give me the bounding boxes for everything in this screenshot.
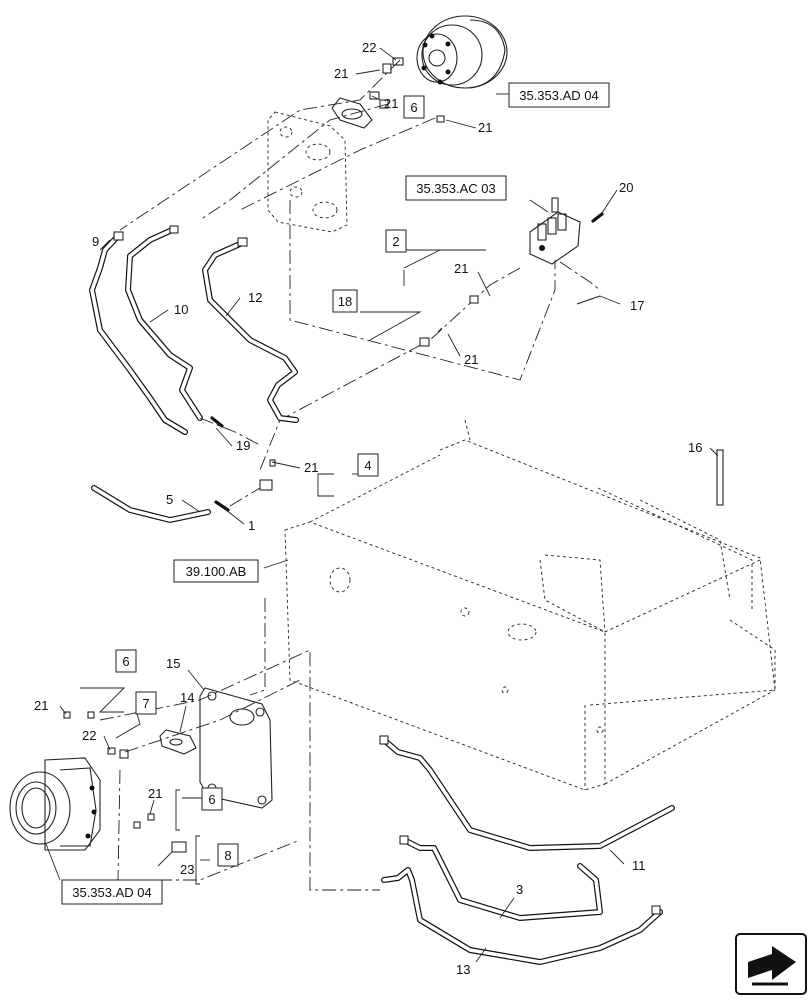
kit-box-4: 4: [357, 453, 379, 477]
callout-16: 16: [688, 440, 702, 455]
centerline-plate-to-valve: [289, 200, 556, 381]
callout-22-top: 22: [362, 40, 376, 55]
kit-box-7: 7: [135, 691, 157, 715]
hose-12: [202, 237, 299, 423]
ref-box-valve[interactable]: 35.353.AC 03: [405, 175, 507, 201]
centerline-valve-bolt: [559, 261, 601, 291]
centerline-bottom-c: [117, 769, 301, 881]
callout-17: 17: [630, 298, 644, 313]
page-turn-arrow-icon[interactable]: [735, 933, 807, 995]
ref-box-frame[interactable]: 39.100.AB: [173, 559, 259, 583]
callout-21-low: 21: [148, 786, 162, 801]
hose-9: [89, 231, 188, 435]
kit-18-text: 18: [338, 294, 352, 309]
leader-lines: [45, 47, 719, 963]
callout-3: 3: [516, 882, 523, 897]
callout-9: 9: [92, 234, 99, 249]
ref-frame-text: 39.100.AB: [186, 564, 247, 579]
motor-fittings-bottom: [63, 711, 187, 853]
kit-8-text: 8: [224, 848, 231, 863]
bar-16: [716, 449, 724, 506]
kit-6-left-text: 6: [122, 654, 129, 669]
callout-1: 1: [248, 518, 255, 533]
kit-2-text: 2: [392, 234, 399, 249]
callout-5: 5: [166, 492, 173, 507]
callout-11: 11: [632, 858, 646, 873]
kit-box-6-mid: 6: [201, 787, 223, 811]
frame-ref-line: [249, 598, 266, 696]
travel-motor-bottom: [9, 757, 101, 851]
motor-adapter-plate-top: [331, 97, 373, 129]
callout-21-top-a: 21: [334, 66, 348, 81]
kit-box-2: 2: [385, 229, 407, 253]
ref-box-motor-top[interactable]: 35.353.AD 04: [508, 82, 610, 108]
hose-10: [125, 225, 203, 421]
hose-3: [399, 835, 603, 921]
frame-outline: [284, 419, 776, 791]
elbow-19: [210, 416, 224, 428]
centerline-bottom-b: [124, 679, 301, 753]
travel-motor-top: [416, 15, 508, 89]
callout-21-left: 21: [34, 698, 48, 713]
ref-box-motor-bottom[interactable]: 35.353.AD 04: [61, 879, 163, 905]
callout-21-valve: 21: [454, 261, 468, 276]
callout-13: 13: [456, 962, 470, 977]
centerline-bottom-a: [99, 649, 380, 891]
ref-motor-bottom-text: 35.353.AD 04: [72, 885, 152, 900]
hose-5: [91, 485, 261, 523]
callout-19: 19: [236, 438, 250, 453]
control-valve: [529, 197, 581, 265]
gasket-plate-top: [267, 111, 348, 233]
centerline-hoses-to-tee: [199, 417, 261, 446]
callout-21-top-c: 21: [478, 120, 492, 135]
tee-fitting-1: [214, 459, 276, 512]
kit-box-8: 8: [217, 843, 239, 867]
callout-10: 10: [174, 302, 188, 317]
callout-21-top-b: 21: [384, 96, 398, 111]
callout-23: 23: [180, 862, 194, 877]
callout-20: 20: [619, 180, 633, 195]
kit-6-mid-text: 6: [208, 792, 215, 807]
bolt-17: [576, 295, 601, 305]
callout-21-tee: 21: [304, 460, 318, 475]
fitting-21-mid: [419, 337, 430, 347]
centerline-valve-to-tee: [259, 267, 521, 471]
callout-22-left: 22: [82, 728, 96, 743]
kit-7-text: 7: [142, 696, 149, 711]
fitting-21-valve: [469, 295, 479, 304]
hose-13: [381, 867, 663, 965]
callout-14: 14: [180, 690, 194, 705]
kit-6-top-text: 6: [410, 100, 417, 115]
centerline-motor-to-hose10: [199, 103, 389, 221]
centerline-motor-to-hose12: [239, 117, 436, 211]
kit-box-6-left: 6: [115, 649, 137, 673]
ref-valve-text: 35.353.AC 03: [416, 181, 496, 196]
adapter-14: [159, 729, 197, 755]
callout-15: 15: [166, 656, 180, 671]
kit-box-6-top: 6: [403, 95, 425, 119]
callout-12: 12: [248, 290, 262, 305]
kit-4-text: 4: [364, 458, 371, 473]
kit-box-18: 18: [332, 289, 358, 313]
hose-11: [379, 735, 675, 851]
centerline-motor-to-hose9: [119, 59, 401, 231]
callout-21-mid: 21: [464, 352, 478, 367]
oring-21-mid: [437, 327, 443, 333]
ref-motor-top-text: 35.353.AD 04: [519, 88, 599, 103]
